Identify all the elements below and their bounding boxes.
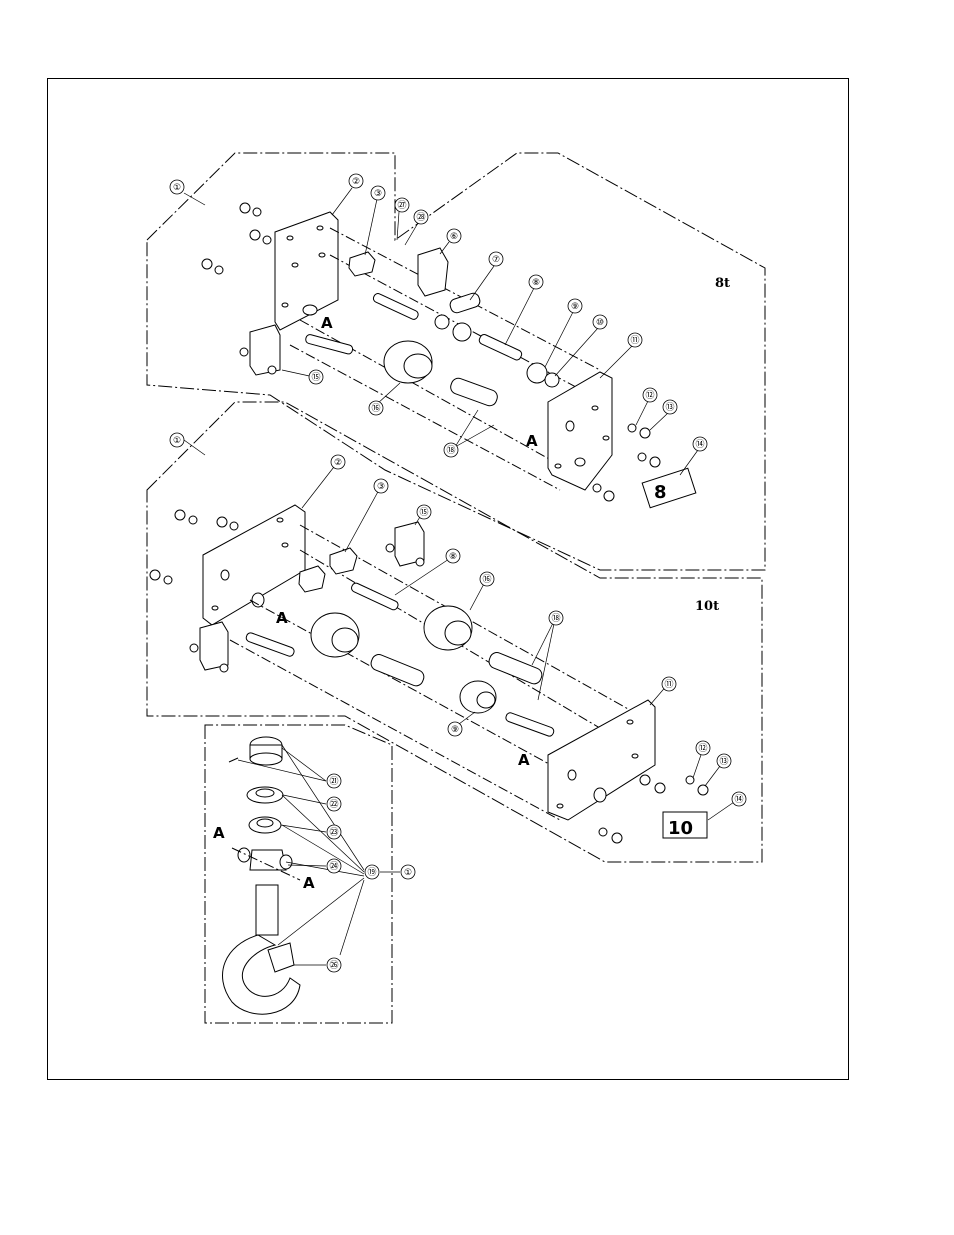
callout-upper-13: ⑬ bbox=[663, 400, 677, 414]
callout-upper-18: ⑱ bbox=[444, 443, 458, 457]
svg-text:⑬: ⑬ bbox=[665, 402, 674, 413]
svg-text:⑮: ⑮ bbox=[419, 507, 428, 518]
svg-text:⑯: ⑯ bbox=[482, 574, 491, 585]
svg-text:①: ① bbox=[173, 183, 181, 193]
gear-10t-a bbox=[311, 613, 359, 657]
svg-text:㉓: ㉓ bbox=[329, 827, 338, 838]
callout-hook-22: ㉒ bbox=[327, 797, 341, 811]
castle-nut-8t bbox=[349, 252, 375, 276]
castle-nut-10t-a bbox=[330, 548, 357, 574]
svg-text:⑮: ⑮ bbox=[311, 372, 320, 383]
callout-lower-13: ⑬ bbox=[717, 754, 731, 768]
svg-text:⑱: ⑱ bbox=[446, 445, 455, 456]
svg-text:⑱: ⑱ bbox=[551, 613, 560, 624]
axis-marker-a: A bbox=[303, 874, 315, 892]
svg-text:㉑: ㉑ bbox=[329, 776, 338, 787]
callout-upper-12: ⑫ bbox=[643, 388, 657, 402]
axis-marker-a: A bbox=[276, 609, 288, 627]
svg-text:③: ③ bbox=[374, 189, 382, 199]
callout-upper-10: ⑩ bbox=[593, 315, 607, 329]
svg-text:⑫: ⑫ bbox=[698, 743, 707, 754]
callout-lower-9: ⑨ bbox=[448, 722, 462, 736]
svg-text:②: ② bbox=[334, 458, 342, 468]
variant-label-10t: 10t bbox=[695, 599, 719, 614]
svg-text:⑬: ⑬ bbox=[719, 756, 728, 767]
axis-marker-a: A bbox=[321, 314, 333, 332]
assembly-8t: 8 bbox=[147, 153, 765, 570]
svg-text:㉒: ㉒ bbox=[329, 799, 338, 810]
callout-upper-11: ⑪ bbox=[628, 333, 642, 347]
gear-8t bbox=[384, 341, 432, 383]
axis-marker-a: A bbox=[518, 751, 530, 769]
callouts-hook: ㉑ ㉒ ㉓ ㉔ ⑲ ① ㉖ bbox=[327, 774, 415, 972]
callout-lower-1: ① bbox=[170, 433, 184, 447]
callout-lower-2: ② bbox=[331, 455, 345, 469]
callout-upper-9: ⑨ bbox=[568, 299, 582, 313]
svg-text:①: ① bbox=[404, 868, 412, 878]
svg-text:㉖: ㉖ bbox=[329, 960, 338, 971]
callout-hook-24: ㉔ bbox=[327, 859, 341, 873]
svg-text:⑥: ⑥ bbox=[450, 232, 458, 242]
svg-text:⑧: ⑧ bbox=[532, 278, 540, 288]
callout-upper-6: ⑥ bbox=[447, 229, 461, 243]
callout-lower-12: ⑫ bbox=[696, 741, 710, 755]
svg-text:⑭: ⑭ bbox=[734, 794, 743, 805]
callout-lower-3: ③ bbox=[374, 479, 388, 493]
svg-text:⑨: ⑨ bbox=[571, 302, 579, 312]
variant-label-8t: 8t bbox=[715, 276, 730, 291]
callout-lower-15: ⑮ bbox=[417, 505, 431, 519]
svg-text:⑯: ⑯ bbox=[371, 403, 380, 414]
gear-10t-b bbox=[424, 606, 472, 650]
callout-lower-18: ⑱ bbox=[549, 611, 563, 625]
callout-lower-11: ⑪ bbox=[662, 677, 676, 691]
svg-text:⑪: ⑪ bbox=[664, 679, 673, 690]
svg-text:㉗: ㉗ bbox=[397, 200, 406, 211]
svg-text:⑩: ⑩ bbox=[596, 318, 604, 328]
hook-nut bbox=[250, 737, 282, 765]
svg-text:⑲: ⑲ bbox=[367, 867, 376, 878]
callout-hook-19: ⑲ bbox=[365, 865, 379, 879]
svg-text:㉔: ㉔ bbox=[329, 861, 338, 872]
callout-upper-27: ㉗ bbox=[395, 198, 409, 212]
svg-text:⑧: ⑧ bbox=[449, 552, 457, 562]
callout-hook-26: ㉖ bbox=[327, 958, 341, 972]
callout-upper-14: ⑭ bbox=[693, 437, 707, 451]
callout-lower-14: ⑭ bbox=[732, 792, 746, 806]
svg-text:⑭: ⑭ bbox=[695, 439, 704, 450]
svg-text:㉘: ㉘ bbox=[416, 212, 425, 223]
svg-text:⑨: ⑨ bbox=[451, 725, 459, 735]
callout-hook-1: ① bbox=[401, 865, 415, 879]
callout-lower-16: ⑯ bbox=[480, 572, 494, 586]
callout-hook-21: ㉑ bbox=[327, 774, 341, 788]
callout-upper-28: ㉘ bbox=[414, 210, 428, 224]
callout-lower-8: ⑧ bbox=[446, 549, 460, 563]
capacity-plate-number-10t: 10 bbox=[668, 818, 693, 839]
svg-text:①: ① bbox=[173, 436, 181, 446]
svg-text:⑫: ⑫ bbox=[645, 390, 654, 401]
callout-hook-23: ㉓ bbox=[327, 825, 341, 839]
axis-marker-a: A bbox=[213, 824, 225, 842]
svg-text:②: ② bbox=[352, 177, 360, 187]
capacity-plate-number-8t: 8 bbox=[654, 482, 667, 503]
callout-upper-7: ⑦ bbox=[489, 252, 503, 266]
callout-upper-2: ② bbox=[349, 174, 363, 188]
capacity-plate-8t bbox=[642, 468, 696, 508]
pulley-10t bbox=[460, 681, 496, 713]
callout-upper-16: ⑯ bbox=[369, 401, 383, 415]
svg-text:③: ③ bbox=[377, 482, 385, 492]
callout-upper-8: ⑧ bbox=[529, 275, 543, 289]
svg-text:⑦: ⑦ bbox=[492, 255, 500, 265]
svg-text:⑪: ⑪ bbox=[630, 335, 639, 346]
right-plate-8t bbox=[548, 372, 612, 490]
callout-upper-3: ③ bbox=[371, 186, 385, 200]
clamp-block-10t-b bbox=[200, 622, 228, 670]
callout-upper-15: ⑮ bbox=[309, 370, 323, 384]
bracket-8t bbox=[418, 248, 448, 296]
callout-upper-1: ① bbox=[170, 180, 184, 194]
assembly-10t: 10 bbox=[147, 402, 762, 862]
group-boundary-8t bbox=[147, 153, 765, 570]
axis-marker-a: A bbox=[526, 432, 538, 450]
left-nuts-8t bbox=[202, 203, 271, 274]
